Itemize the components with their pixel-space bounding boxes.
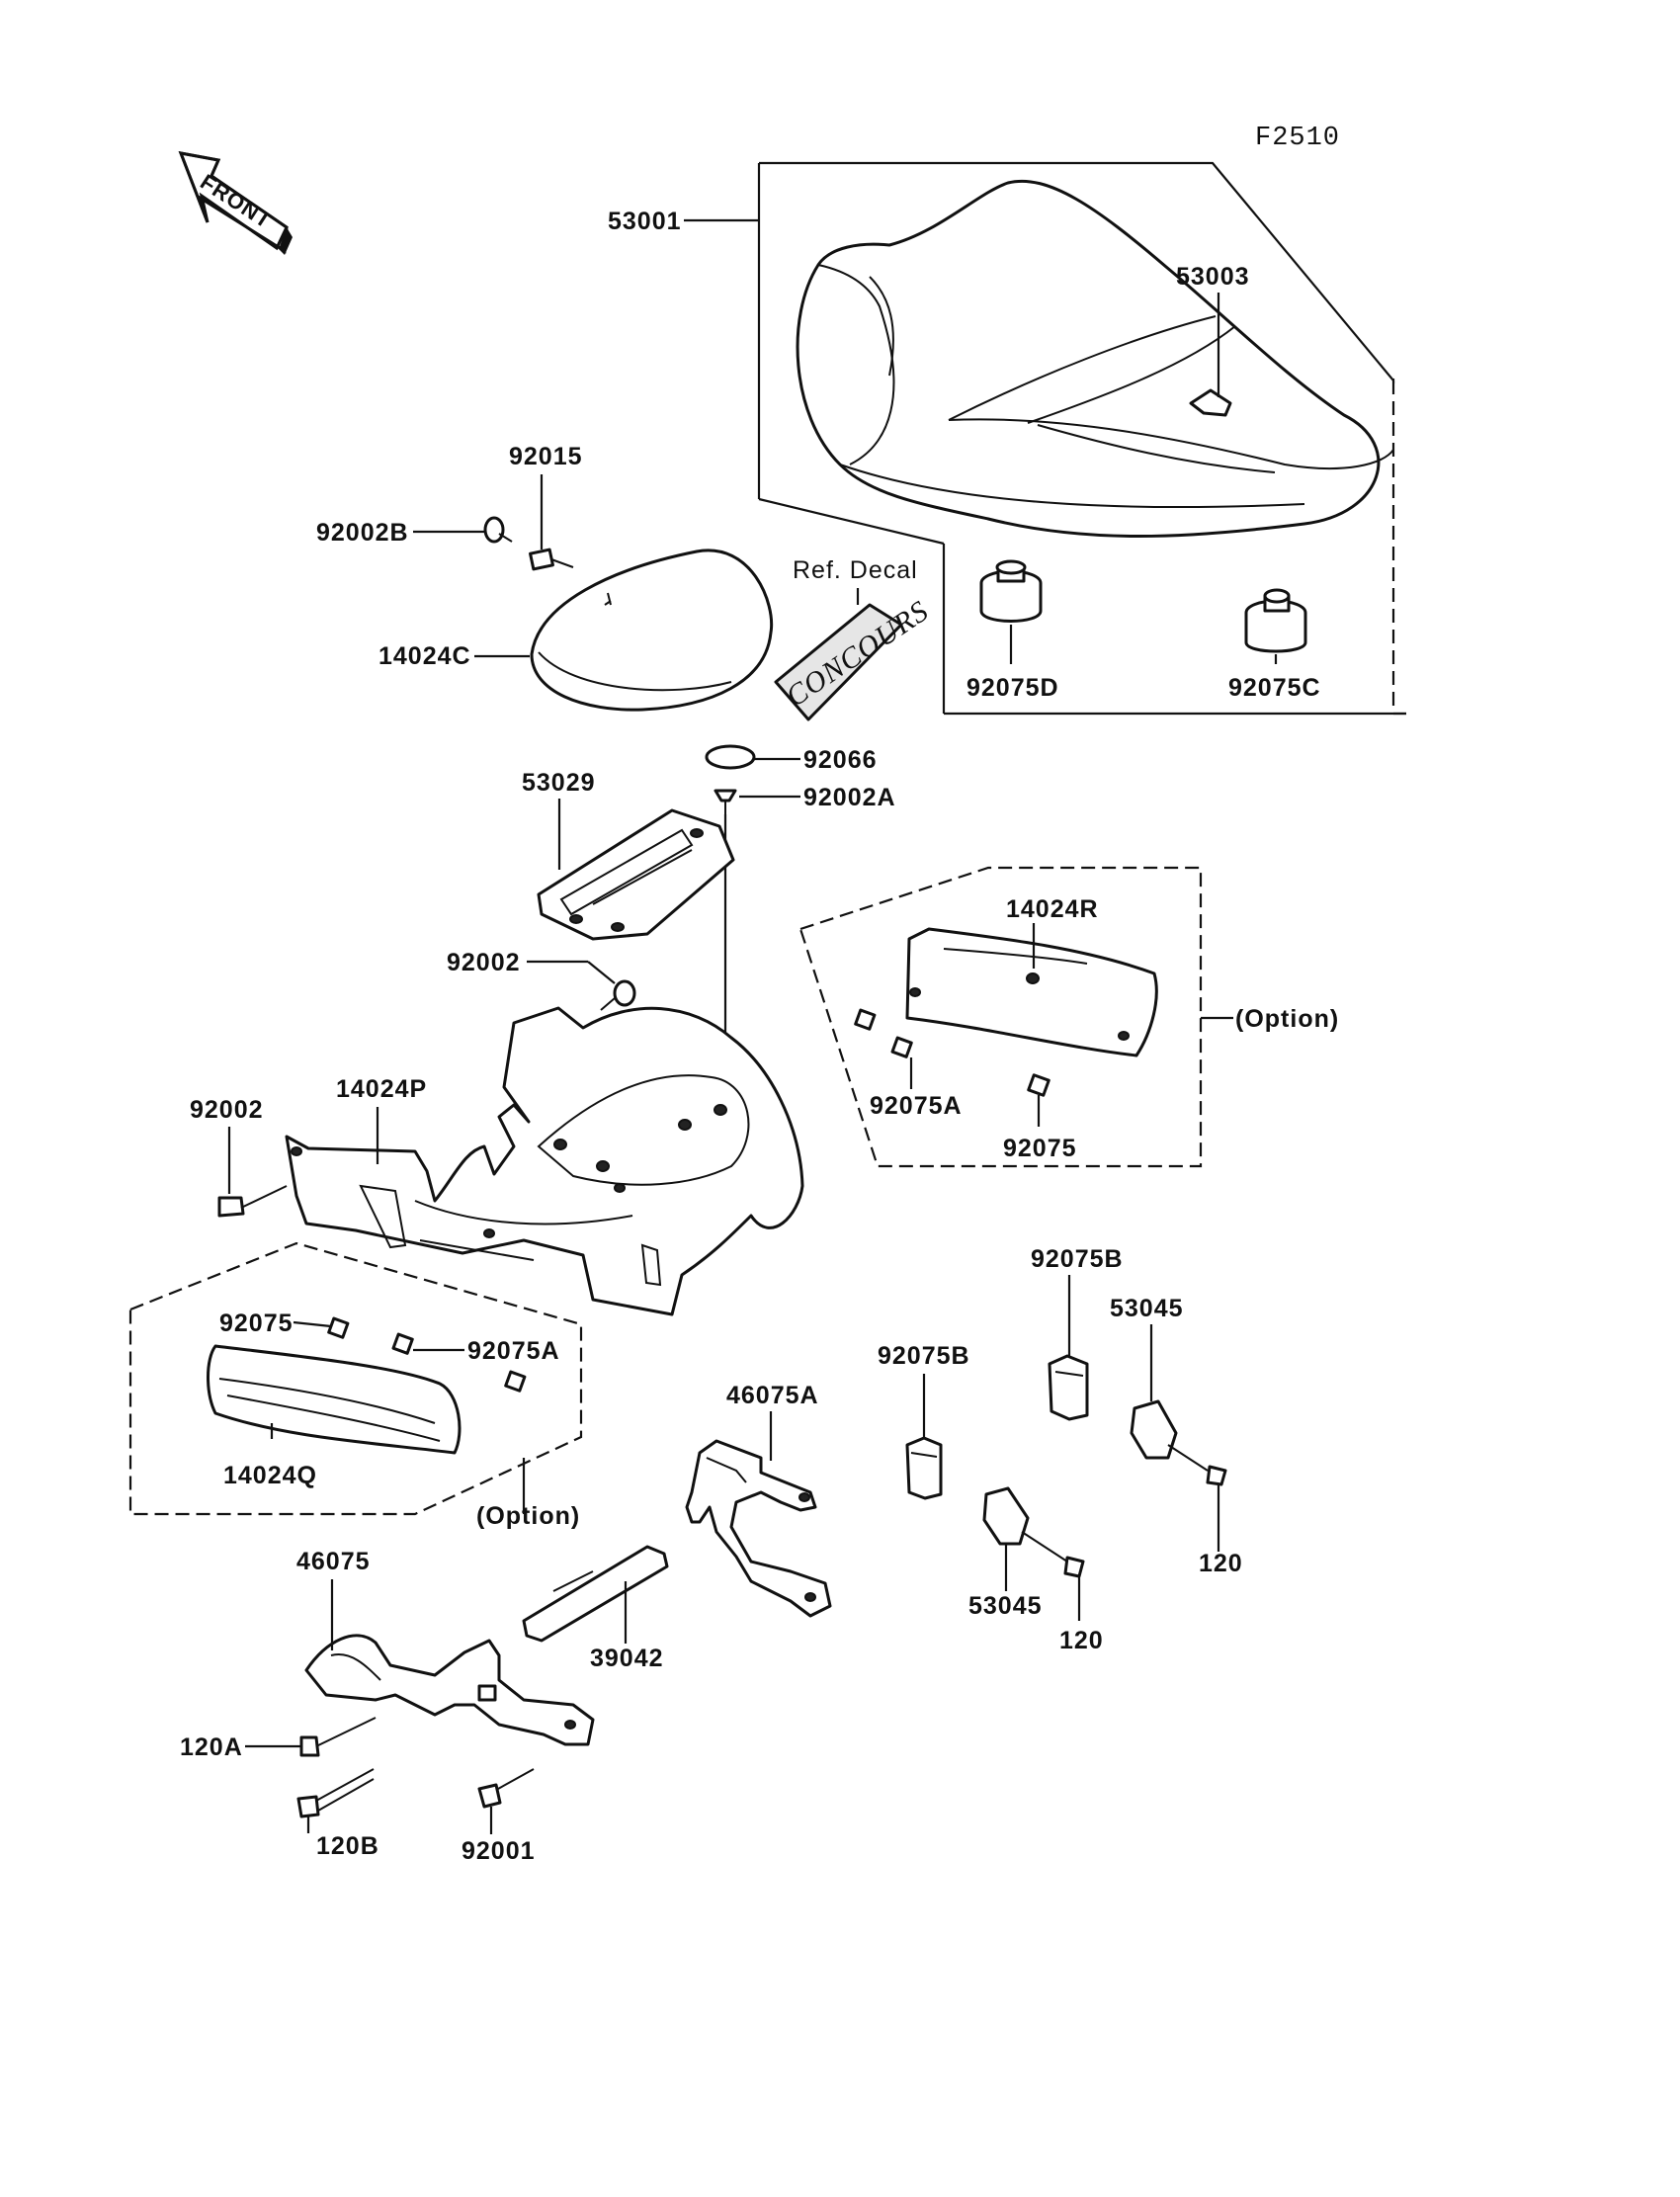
callout-92002-mid: 92002 <box>447 949 521 976</box>
callout-92002-left: 92002 <box>190 1096 264 1124</box>
bolt-120B <box>296 1768 375 1833</box>
decal-logo-text: CONCOURS <box>780 594 934 713</box>
callout-option-left: (Option) <box>476 1502 580 1530</box>
option-box-right <box>798 866 1233 1168</box>
nut-92075A-r <box>890 1036 913 1058</box>
damper-92075B-left <box>905 1374 943 1500</box>
nut-92075-l <box>327 1316 350 1339</box>
holder-53045-left <box>982 1486 1085 1621</box>
callout-option-right: (Option) <box>1235 1005 1339 1033</box>
callout-14024R: 14024R <box>1006 895 1099 923</box>
callout-53045-left: 53045 <box>968 1592 1043 1620</box>
callout-53003: 53003 <box>1176 263 1250 291</box>
callout-46075A: 46075A <box>726 1382 819 1409</box>
callout-120B: 120B <box>316 1832 379 1860</box>
callout-39042: 39042 <box>590 1645 664 1672</box>
bolt-92002-left <box>217 1127 288 1218</box>
callout-92075C: 92075C <box>1228 674 1321 702</box>
seat <box>796 179 1394 538</box>
nut-92075A-l <box>391 1332 414 1355</box>
seat-assembly-group <box>684 161 1406 716</box>
rod-39042 <box>522 1545 669 1644</box>
callout-53001: 53001 <box>608 208 682 235</box>
cap-92066 <box>705 744 800 770</box>
damper-92075C <box>1244 588 1307 664</box>
callout-92066: 92066 <box>803 746 878 774</box>
callout-14024P: 14024P <box>336 1075 427 1103</box>
option-box-left <box>128 1241 583 1516</box>
front-arrow-icon: FRONT <box>178 151 293 255</box>
figure-code: F2510 <box>1255 124 1340 153</box>
damper-92075D <box>979 559 1043 664</box>
damper-92075B-right <box>1048 1275 1089 1421</box>
callout-92002B: 92002B <box>316 519 409 547</box>
callout-53029: 53029 <box>522 769 596 797</box>
holder-53045-right <box>1130 1324 1227 1552</box>
ref-decal-label: Ref. Decal <box>793 556 918 584</box>
callout-14024C: 14024C <box>378 642 471 670</box>
carrier-plate-53029 <box>537 799 735 941</box>
nut-92001 <box>477 1768 535 1834</box>
callout-46075: 46075 <box>296 1548 371 1575</box>
ref-decal: Ref. Decal CONCOURS <box>774 556 935 721</box>
callout-92075A-right: 92075A <box>870 1092 963 1120</box>
bolt-92002B <box>413 516 513 544</box>
callout-92075A-left: 92075A <box>467 1337 560 1365</box>
callout-92075-right: 92075 <box>1003 1135 1077 1162</box>
bolt-120A <box>245 1717 377 1757</box>
callout-92001: 92001 <box>462 1837 536 1865</box>
callout-92075B-left: 92075B <box>878 1342 970 1370</box>
nut-92075-l2 <box>504 1370 527 1393</box>
bolt-92002-mid <box>527 960 636 1011</box>
rear-fender-14024P <box>285 1006 804 1316</box>
callout-120-left: 120 <box>1059 1627 1104 1654</box>
callout-120A: 120A <box>180 1733 243 1761</box>
seat-cover-14024C <box>413 474 774 712</box>
callout-53045-right: 53045 <box>1110 1295 1184 1322</box>
nut-92075-r <box>1027 1073 1050 1097</box>
bracket-46075A <box>685 1411 832 1618</box>
nut-92075-a <box>854 1008 877 1031</box>
callout-92015: 92015 <box>509 443 583 470</box>
callout-120-right: 120 <box>1199 1550 1243 1577</box>
bracket-46075 <box>304 1579 595 1746</box>
callout-92002A: 92002A <box>803 784 896 811</box>
callout-92075-left: 92075 <box>219 1310 294 1337</box>
nut-92015 <box>529 474 574 571</box>
callout-92075B-right: 92075B <box>1031 1245 1124 1273</box>
callout-14024Q: 14024Q <box>223 1462 317 1489</box>
callout-92075D: 92075D <box>966 674 1059 702</box>
